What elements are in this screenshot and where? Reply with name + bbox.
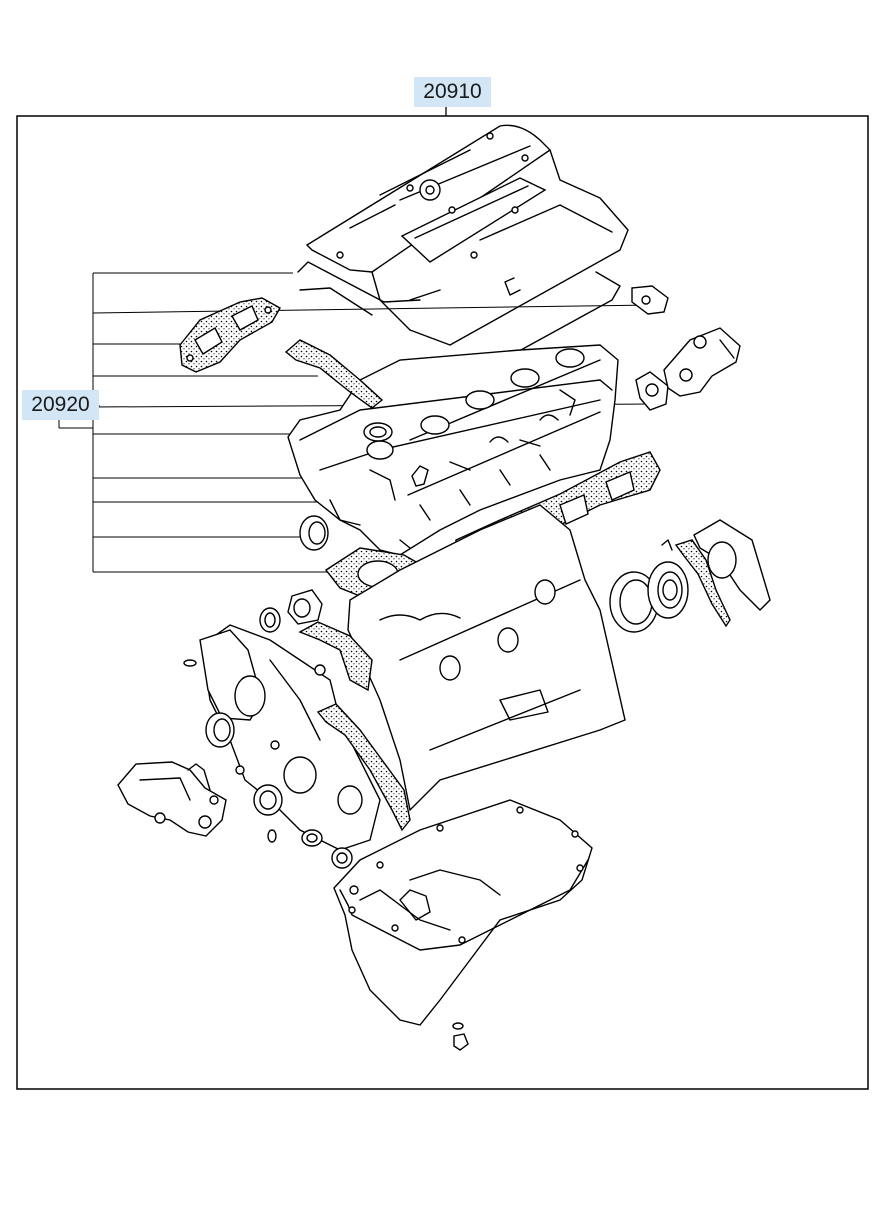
cylinder-block: [347, 504, 626, 812]
washer-small: [267, 829, 277, 843]
water-pump-housing: [117, 761, 227, 837]
water-pipe: [287, 589, 323, 625]
front-case: [199, 624, 381, 851]
plug-small: [183, 659, 197, 667]
camshaft-oil-seal: [299, 515, 329, 551]
strainer-gasket: [331, 847, 353, 869]
drain-plug: [452, 1022, 469, 1051]
crankshaft-front-seal: [205, 712, 235, 748]
diagram-frame: [16, 115, 869, 1090]
head-gasket-strip: [407, 411, 601, 496]
thermostat-housing-gasket: [635, 371, 669, 411]
oil-seal-lower: [253, 784, 283, 816]
outlet-seal: [363, 422, 393, 442]
rocker-cover: [305, 124, 629, 346]
part-callout-20910[interactable]: 20910: [414, 77, 491, 107]
rear-seal-group: [609, 519, 771, 633]
timing-cover-gasket-upper: [298, 621, 373, 692]
o-ring-oil-pump: [301, 829, 323, 847]
oil-pan: [333, 799, 593, 1026]
intake-gasket: [284, 339, 384, 409]
thermostat-housing: [663, 327, 741, 397]
o-ring-small: [259, 607, 281, 633]
sensor-plug: [411, 465, 429, 487]
part-callout-20920[interactable]: 20920: [22, 390, 99, 420]
intake-manifold-gasket: [179, 297, 281, 373]
front-cover-gasket: [316, 703, 411, 832]
